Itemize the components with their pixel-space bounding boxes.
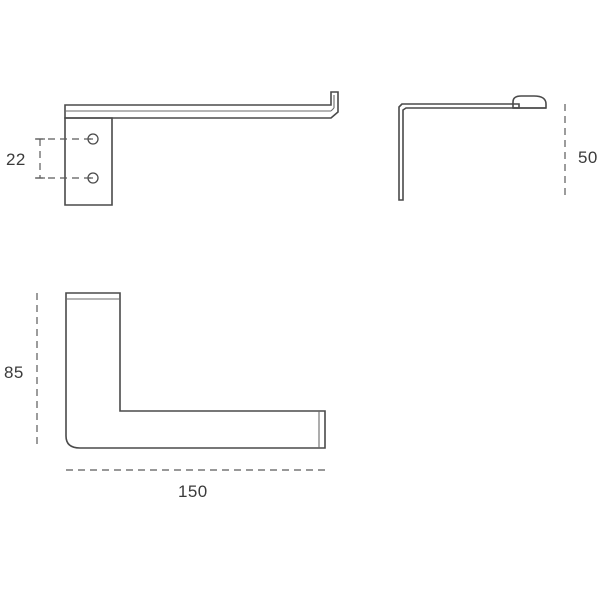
dim-22-label: 22 xyxy=(6,150,26,169)
dim-150-label: 150 xyxy=(178,482,208,501)
side-view: 50 xyxy=(398,95,598,201)
dim-85-label: 85 xyxy=(4,363,24,382)
dimension-22: 22 xyxy=(6,138,95,179)
top-view-plate-outline xyxy=(64,117,113,206)
top-view-mounting-plate xyxy=(64,117,113,206)
front-view-body xyxy=(65,292,326,449)
side-view-boss-outline xyxy=(512,95,547,109)
side-view-profile xyxy=(398,103,520,201)
front-view-body-outline xyxy=(65,292,326,449)
dim-50-label: 50 xyxy=(578,148,598,167)
side-view-boss xyxy=(512,95,547,109)
top-view-arm-outline xyxy=(64,91,339,119)
side-view-profile-outline xyxy=(398,103,520,201)
top-view: 22 xyxy=(6,91,339,206)
dimension-50: 50 xyxy=(564,104,598,200)
dimension-150: 150 xyxy=(66,469,325,501)
top-view-mounting-holes xyxy=(87,133,99,184)
dimension-85: 85 xyxy=(4,293,38,448)
front-view: 85 150 xyxy=(4,292,326,501)
top-view-arm xyxy=(64,91,339,119)
top-view-hook-inner-line xyxy=(330,107,335,112)
